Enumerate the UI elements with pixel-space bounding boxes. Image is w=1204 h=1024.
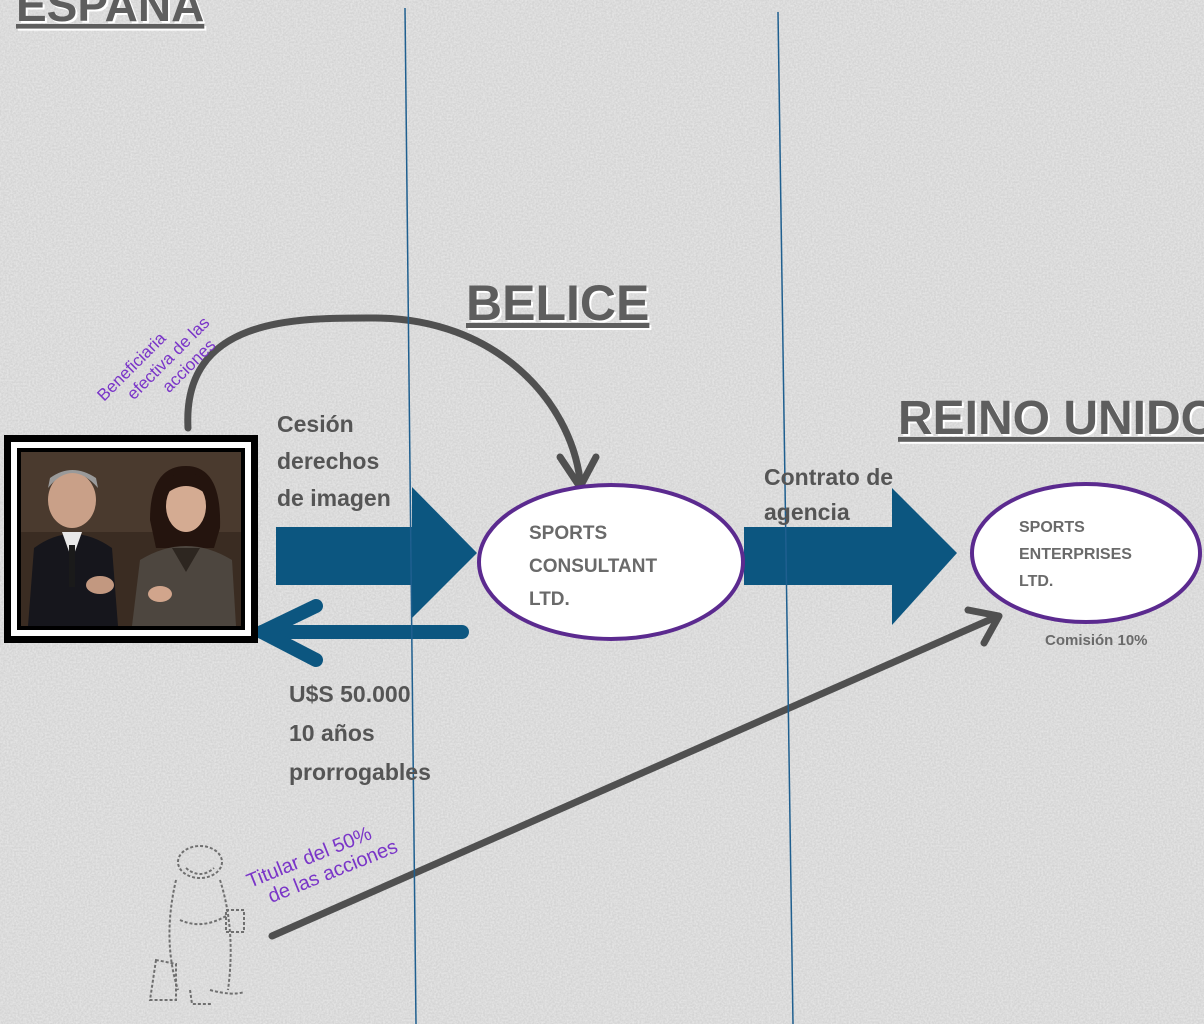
sports-enterprises-oval <box>970 482 1202 624</box>
payment-text: U$S 50.000 10 años prorrogables <box>289 681 431 785</box>
region-spain-label: ESPAÑA <box>16 0 204 31</box>
commission-text: Comisión 10% <box>1045 632 1148 649</box>
svg-text:ESPAÑA: ESPAÑA <box>18 0 206 33</box>
region-uk-label: REINO UNIDO <box>898 392 1204 445</box>
beneficial-owner-text: Beneficiaria efectiva de las acciones <box>93 296 230 433</box>
agency-contract-text: Contrato de agencia <box>764 464 899 525</box>
shareholder-figure <box>148 845 245 1005</box>
svg-text:REINO UNIDO: REINO UNIDO <box>900 394 1204 447</box>
region-belize: BELICE BELICE <box>466 275 651 333</box>
divider-spain-belize <box>404 7 417 1024</box>
shareholder-arrowhead <box>964 606 1003 647</box>
payment-return-arrow <box>255 599 469 667</box>
region-spain: ESPAÑA ESPAÑA <box>16 0 206 33</box>
sports-consultant-oval <box>477 483 745 641</box>
couple-photo <box>4 435 258 643</box>
region-belize-label: BELICE <box>466 275 649 331</box>
sports-enterprises-name: SPORTS ENTERPRISES LTD. <box>1019 519 1136 590</box>
shareholder-text: Titular del 50% de las acciones <box>244 815 401 913</box>
shareholder-connector <box>268 613 1000 940</box>
sports-consultant-name: SPORTS CONSULTANT LTD. <box>529 523 662 610</box>
image-rights-arrow <box>276 487 477 618</box>
agency-contract-arrow <box>744 488 957 625</box>
image-rights-text: Cesión derechos de imagen <box>277 411 391 511</box>
region-uk: REINO UNIDO REINO UNIDO <box>898 392 1204 447</box>
svg-text:BELICE: BELICE <box>468 277 651 333</box>
divider-belize-uk <box>777 11 794 1024</box>
beneficial-owner-connector <box>184 314 584 484</box>
